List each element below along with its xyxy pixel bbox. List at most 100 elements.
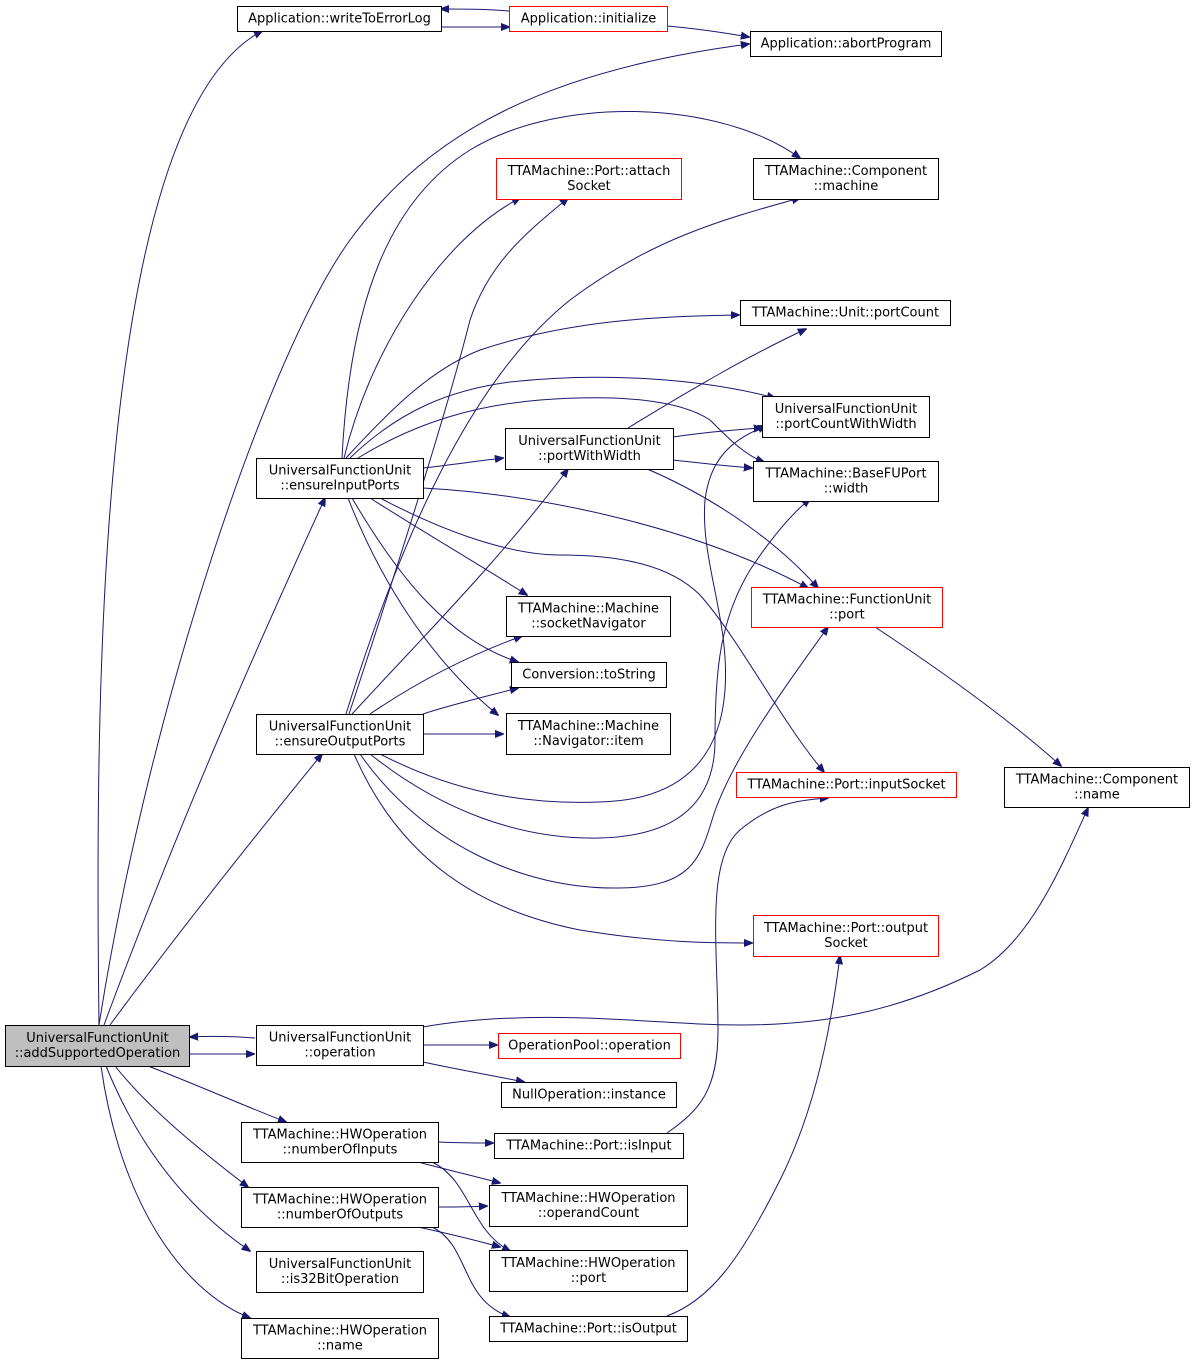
node-box[interactable]: [494, 1133, 684, 1159]
edge-operation-to-root: [190, 1036, 256, 1038]
node-box[interactable]: [241, 1122, 439, 1163]
node-label: ::portWithWidth: [538, 449, 641, 464]
node-box[interactable]: [5, 1025, 190, 1067]
node-label: ::width: [824, 482, 869, 497]
node-box[interactable]: [751, 587, 943, 628]
node-hwop-noi[interactable]: TTAMachine::HWOperation::numberOfInputs: [241, 1122, 439, 1163]
edge-fu-port-to-comp-name: [874, 626, 1061, 766]
edge-eip-to-socket-nav: [369, 497, 527, 595]
node-box[interactable]: [750, 31, 942, 57]
node-hwop-opcount[interactable]: TTAMachine::HWOperation::operandCount: [489, 1185, 688, 1227]
node-label: ::machine: [814, 179, 879, 194]
node-label: UniversalFunctionUnit: [518, 434, 661, 449]
edge-noo-to-opcount: [437, 1206, 487, 1207]
node-mach-sn[interactable]: TTAMachine::Machine::socketNavigator: [506, 596, 671, 637]
node-unit-portcount[interactable]: TTAMachine::Unit::portCount: [740, 300, 951, 326]
node-box[interactable]: [256, 1251, 424, 1293]
edge-root-to-hwop-name: [100, 1065, 250, 1318]
node-port-isoutput[interactable]: TTAMachine::Port::isOutput: [489, 1316, 688, 1342]
node-label: TTAMachine::Component: [764, 164, 927, 179]
node-ufu-pww[interactable]: UniversalFunctionUnit::portWithWidth: [505, 428, 674, 470]
node-box[interactable]: [489, 1316, 688, 1342]
node-box[interactable]: [1004, 767, 1190, 808]
node-label: TTAMachine::HWOperation: [252, 1193, 427, 1208]
node-label: UniversalFunctionUnit: [269, 1257, 412, 1272]
node-comp-name[interactable]: TTAMachine::Component::name: [1004, 767, 1190, 808]
node-hwop-port[interactable]: TTAMachine::HWOperation::port: [489, 1250, 688, 1292]
node-box[interactable]: [489, 1185, 688, 1227]
node-label: UniversalFunctionUnit: [775, 402, 918, 417]
node-box[interactable]: [241, 1187, 439, 1228]
node-app-write[interactable]: Application::writeToErrorLog: [237, 6, 442, 32]
node-ufu-eop[interactable]: UniversalFunctionUnit::ensureOutputPorts: [256, 714, 424, 755]
node-label: TTAMachine::BaseFUPort: [764, 467, 926, 482]
node-box[interactable]: [496, 158, 682, 200]
node-box[interactable]: [489, 1250, 688, 1292]
node-label: TTAMachine::Port::isInput: [505, 1139, 671, 1154]
node-label: UniversalFunctionUnit: [269, 1031, 412, 1046]
node-nullop-inst[interactable]: NullOperation::instance: [501, 1082, 677, 1108]
node-box[interactable]: [762, 396, 930, 438]
edge-root-to-abort-program: [98, 44, 749, 1026]
node-label: Socket: [567, 179, 611, 194]
node-label: TTAMachine::HWOperation: [252, 1128, 427, 1143]
edge-root-to-is32: [105, 1065, 250, 1251]
node-hwop-name[interactable]: TTAMachine::HWOperation::name: [241, 1318, 439, 1359]
node-hwop-noo[interactable]: TTAMachine::HWOperation::numberOfOutputs: [241, 1187, 439, 1228]
node-box[interactable]: [237, 6, 442, 32]
node-ufu-pcww[interactable]: UniversalFunctionUnit::portCountWithWidt…: [762, 396, 930, 438]
edge-pww-to-unit-portcount: [627, 329, 806, 429]
node-box[interactable]: [736, 772, 957, 798]
node-label: TTAMachine::Port::inputSocket: [746, 778, 945, 793]
node-box[interactable]: [256, 1025, 424, 1066]
node-label: Application::writeToErrorLog: [248, 12, 431, 27]
node-label: ::operation: [304, 1046, 375, 1061]
node-basefu-width[interactable]: TTAMachine::BaseFUPort::width: [753, 461, 939, 502]
node-app-abort[interactable]: Application::abortProgram: [750, 31, 942, 57]
edge-eip-to-pww: [422, 458, 503, 469]
node-conv-tostring[interactable]: Conversion::toString: [511, 662, 667, 688]
node-label: UniversalFunctionUnit: [26, 1031, 169, 1046]
node-box[interactable]: [505, 428, 674, 470]
node-label: ::is32BitOperation: [281, 1272, 399, 1287]
node-box[interactable]: [740, 300, 951, 326]
node-label: TTAMachine::Port::attach: [507, 164, 671, 179]
node-box[interactable]: [256, 458, 424, 499]
node-ufu-eip[interactable]: UniversalFunctionUnit::ensureInputPorts: [256, 458, 424, 499]
node-box[interactable]: [506, 713, 671, 755]
node-comp-machine[interactable]: TTAMachine::Component::machine: [753, 158, 939, 200]
node-box[interactable]: [506, 596, 671, 637]
node-box[interactable]: [753, 915, 939, 957]
node-app-init[interactable]: Application::initialize: [509, 6, 668, 32]
edge-eop-to-fu-port: [359, 627, 828, 889]
node-label: ::name: [1074, 788, 1120, 803]
node-ufu-operation[interactable]: UniversalFunctionUnit::operation: [256, 1025, 424, 1066]
node-mach-nav-item[interactable]: TTAMachine::Machine::Navigator::item: [506, 713, 671, 755]
node-box[interactable]: [753, 158, 939, 200]
edge-eip-to-fu-port: [422, 487, 808, 588]
node-fu-port[interactable]: TTAMachine::FunctionUnit::port: [751, 587, 943, 628]
edge-eip-to-comp-machine: [341, 111, 800, 459]
node-root[interactable]: UniversalFunctionUnit::addSupportedOpera…: [5, 1025, 190, 1067]
node-box[interactable]: [509, 6, 668, 32]
node-box[interactable]: [511, 662, 667, 688]
node-label: TTAMachine::FunctionUnit: [762, 593, 931, 608]
edge-eip-to-basefu-width: [357, 397, 764, 462]
node-label: ::numberOfInputs: [283, 1143, 398, 1158]
edge-noo-to-hwop-port: [417, 1226, 500, 1247]
node-box[interactable]: [501, 1082, 677, 1108]
edge-eip-to-nav-item: [347, 497, 498, 715]
node-box[interactable]: [498, 1033, 681, 1059]
node-box[interactable]: [256, 714, 424, 755]
node-box[interactable]: [241, 1318, 439, 1359]
edge-eip-to-attach: [343, 198, 520, 459]
node-port-isinput[interactable]: TTAMachine::Port::isInput: [494, 1133, 684, 1159]
node-port-insock[interactable]: TTAMachine::Port::inputSocket: [736, 772, 957, 798]
node-label: TTAMachine::HWOperation: [252, 1324, 427, 1339]
node-oppool-op[interactable]: OperationPool::operation: [498, 1033, 681, 1059]
node-ufu-is32[interactable]: UniversalFunctionUnit::is32BitOperation: [256, 1251, 424, 1293]
node-box[interactable]: [753, 461, 939, 502]
edge-eip-to-unit-portcount: [345, 315, 739, 459]
